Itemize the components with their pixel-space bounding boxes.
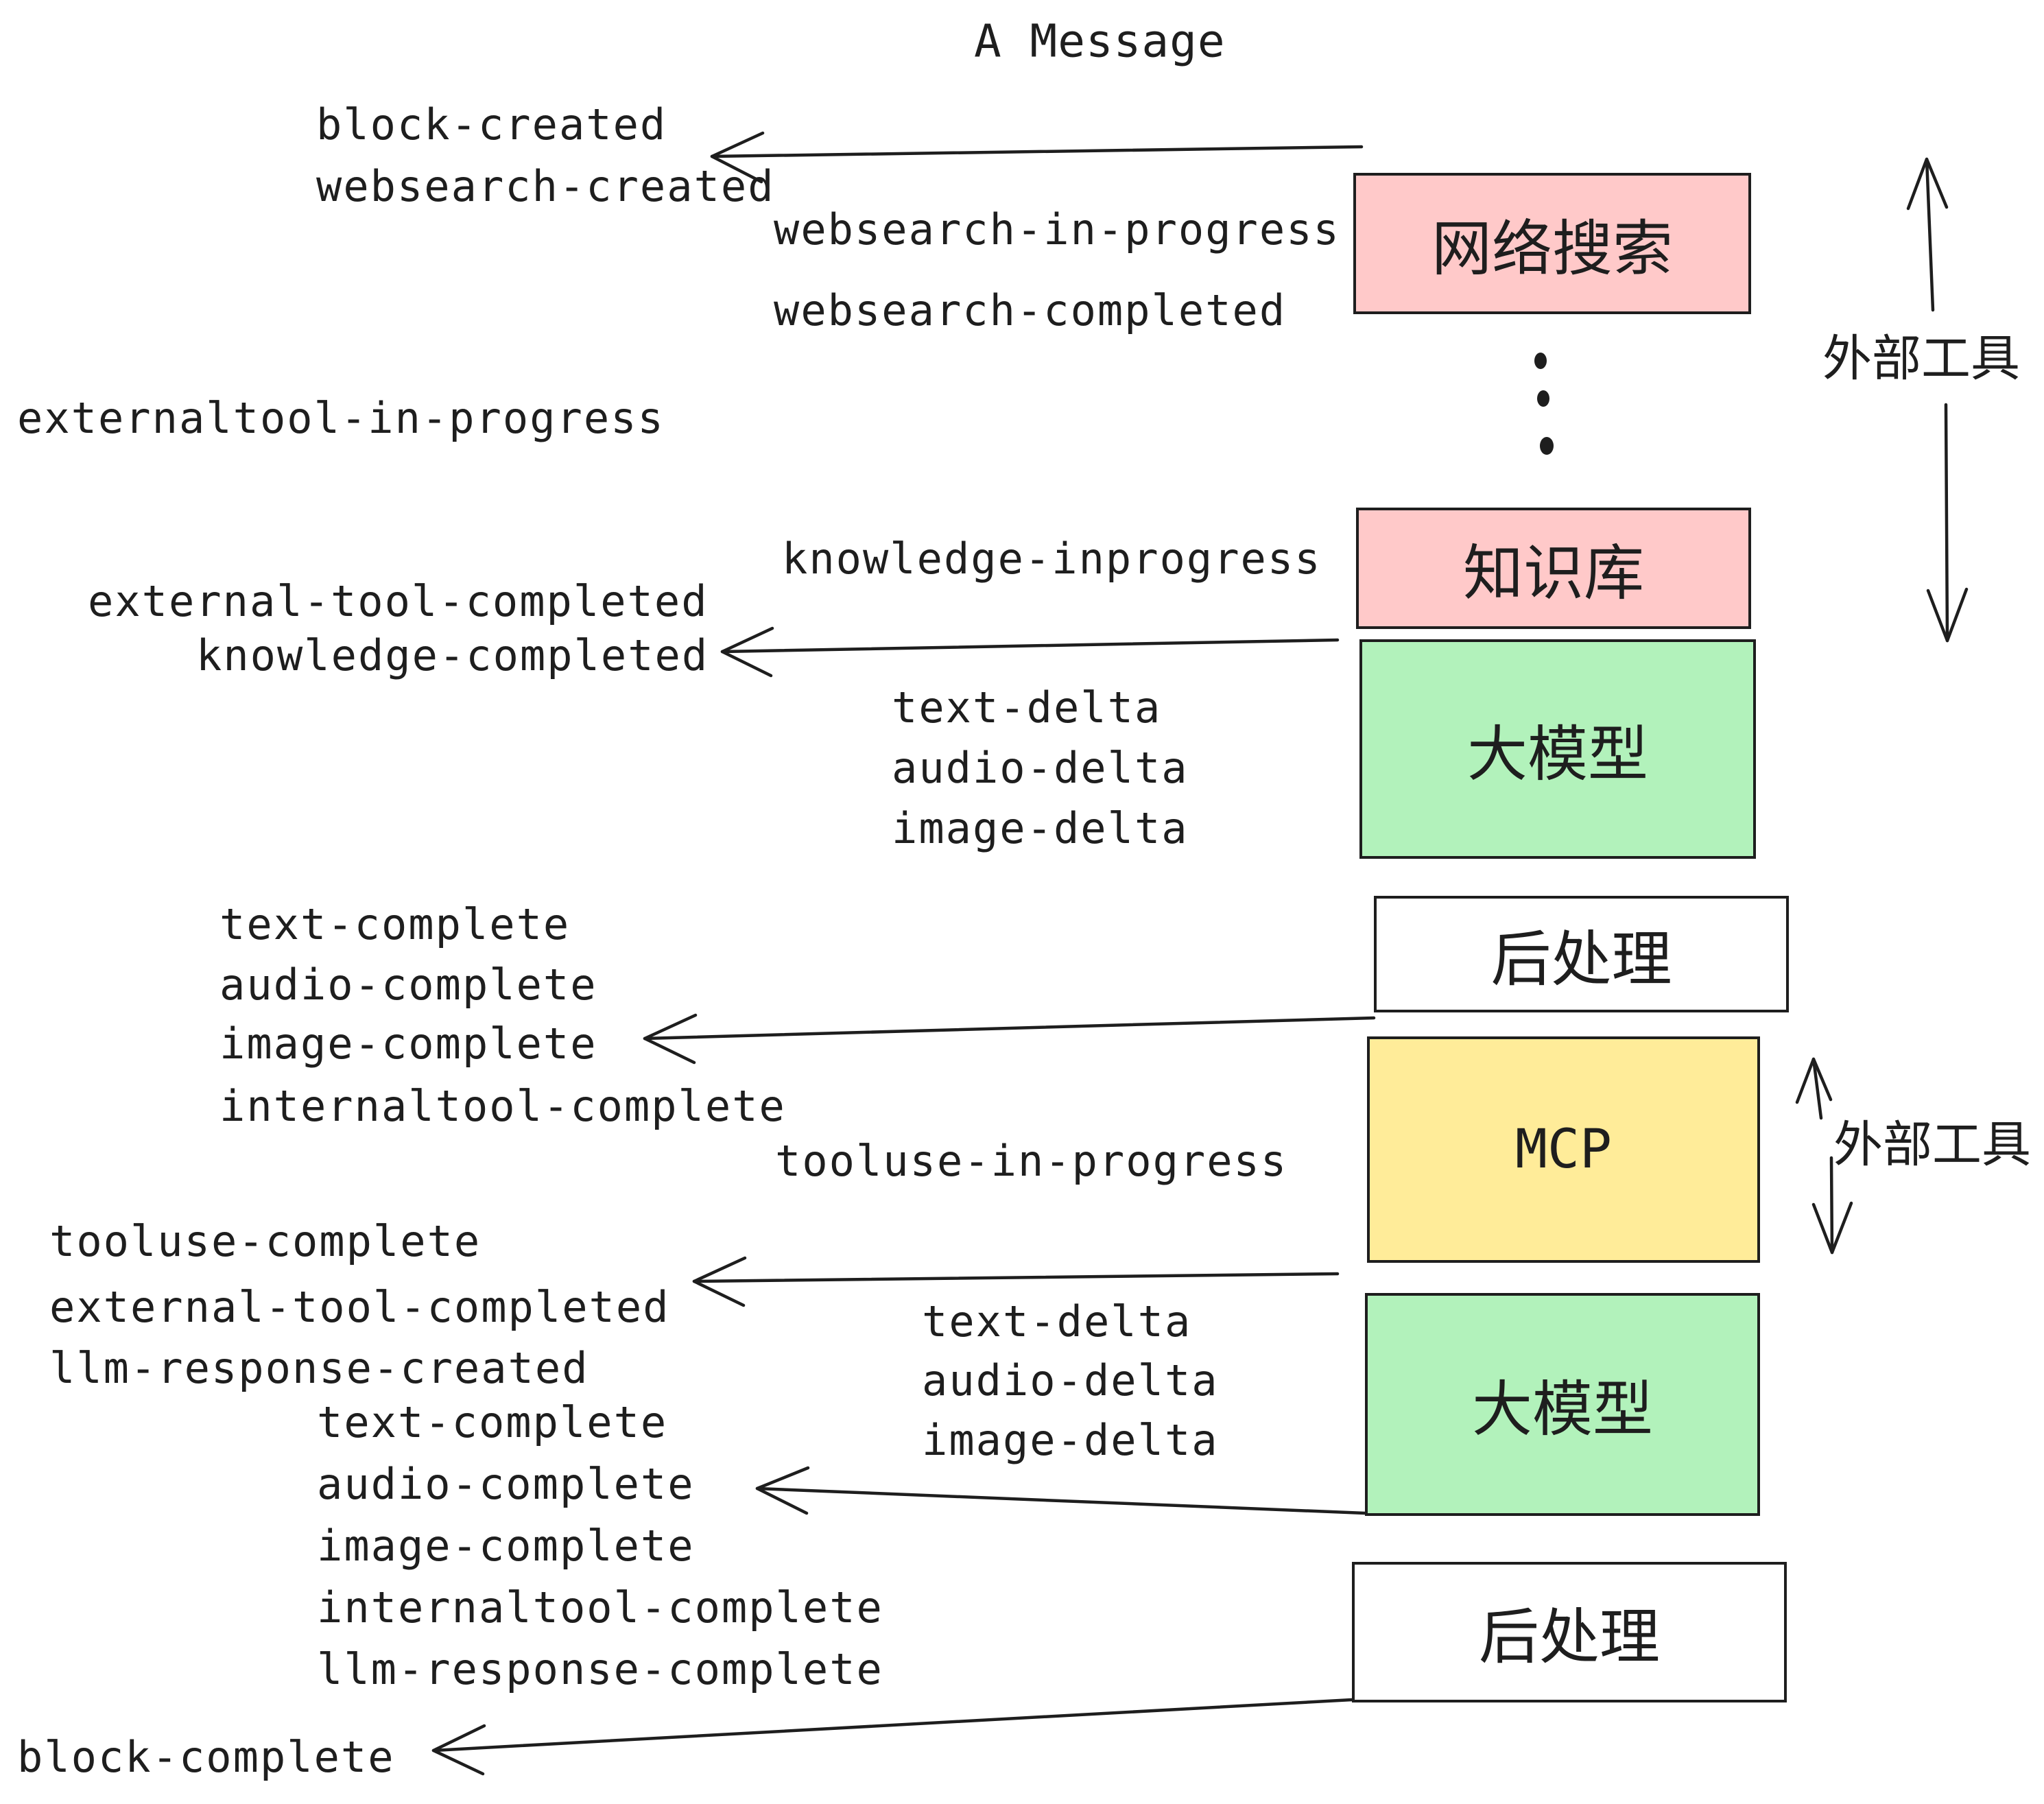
arrow-to-image-complete [643, 1013, 1376, 1065]
diagram-title: A Message [974, 14, 1226, 68]
event-websearch-in-progress: websearch-in-progress [774, 204, 1340, 254]
box-postprocess-1: 后处理 [1374, 896, 1789, 1012]
box-llm-1: 大模型 [1359, 639, 1756, 859]
side-label-external-tool-top: 外部工具 [1822, 331, 2021, 387]
external-tool-up-arrow-top [1906, 157, 1949, 312]
box-knowledge: 知识库 [1356, 508, 1751, 629]
arrow-to-audio-complete [755, 1466, 1367, 1515]
event-audio-delta-1: audio-delta [892, 743, 1189, 793]
event-text-complete-2: text-complete [317, 1397, 668, 1447]
box-llm-2-label: 大模型 [1471, 1375, 1653, 1443]
event-websearch-created: websearch-created [316, 161, 775, 211]
event-text-complete-1: text-complete [219, 899, 571, 949]
event-audio-complete-1: audio-complete [219, 960, 597, 1010]
box-postprocess-2: 后处理 [1352, 1562, 1787, 1702]
event-image-delta-1: image-delta [892, 803, 1189, 853]
event-audio-delta-2: audio-delta [922, 1355, 1219, 1405]
event-knowledge-inprogress: knowledge-inprogress [782, 534, 1322, 584]
box-postprocess-1-label: 后处理 [1490, 925, 1672, 993]
arrow-to-block-complete [431, 1698, 1354, 1776]
event-external-tool-completed-1: external-tool-completed [88, 576, 709, 626]
arrow-to-knowledge-completed [720, 626, 1340, 678]
event-block-complete: block-complete [17, 1732, 395, 1782]
ellipsis-dots [1534, 353, 1554, 455]
event-external-tool-completed-2: external-tool-completed [49, 1282, 670, 1332]
arrow-to-block-created [710, 131, 1364, 184]
box-postprocess-2-label: 后处理 [1478, 1603, 1660, 1671]
external-tool-up-arrow-mid [1795, 1057, 1833, 1120]
box-mcp: MCP [1367, 1036, 1760, 1263]
box-websearch: 网络搜索 [1353, 173, 1751, 314]
event-externaltool-in-progress: externaltool-in-progress [17, 393, 665, 443]
event-internaltool-complete-1: internaltool-complete [219, 1081, 786, 1131]
event-block-created: block-created [316, 99, 667, 150]
side-label-external-tool-mid: 外部工具 [1833, 1117, 2032, 1173]
event-knowledge-completed: knowledge-completed [196, 630, 709, 680]
box-websearch-label: 网络搜索 [1431, 214, 1673, 283]
event-audio-complete-2: audio-complete [317, 1459, 695, 1509]
event-tooluse-complete: tooluse-complete [49, 1216, 482, 1266]
box-llm-1-label: 大模型 [1466, 720, 1648, 788]
event-tooluse-in-progress: tooluse-in-progress [775, 1136, 1288, 1186]
event-image-complete-2: image-complete [317, 1521, 695, 1571]
external-tool-down-arrow-mid [1811, 1156, 1853, 1255]
box-mcp-label: MCP [1515, 1119, 1612, 1180]
event-websearch-completed: websearch-completed [774, 285, 1287, 335]
event-llm-response-created: llm-response-created [49, 1343, 589, 1393]
arrow-to-tooluse-complete [692, 1256, 1340, 1307]
event-llm-response-complete: llm-response-complete [317, 1644, 883, 1694]
event-text-delta-1: text-delta [892, 683, 1162, 733]
event-image-complete-1: image-complete [219, 1019, 597, 1069]
event-internaltool-complete-2: internaltool-complete [317, 1582, 883, 1633]
event-image-delta-2: image-delta [922, 1415, 1219, 1465]
event-text-delta-2: text-delta [922, 1296, 1192, 1346]
external-tool-down-arrow-top [1926, 403, 1969, 643]
box-llm-2: 大模型 [1365, 1293, 1760, 1516]
box-knowledge-label: 知识库 [1462, 539, 1644, 607]
